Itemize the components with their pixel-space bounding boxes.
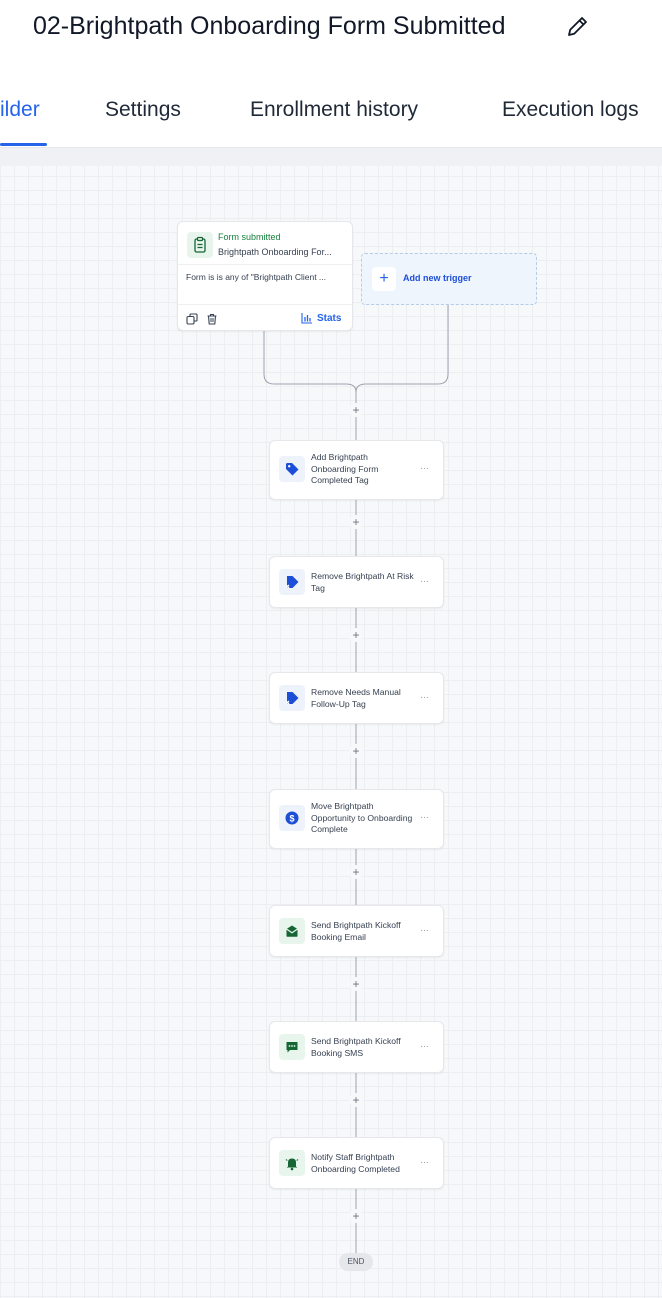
plus-icon: + xyxy=(372,267,396,291)
active-tab-indicator xyxy=(0,143,47,146)
more-options-icon[interactable]: ··· xyxy=(420,576,429,587)
edit-title-button[interactable] xyxy=(565,13,591,39)
tab-execution-logs[interactable]: Execution logs xyxy=(502,98,639,121)
stats-button[interactable]: Stats xyxy=(301,311,341,325)
add-step-button[interactable]: + xyxy=(349,1093,363,1107)
tab-bar: ilder Settings Enrollment history Execut… xyxy=(0,72,662,148)
action-label: Move Brightpath Opportunity to Onboardin… xyxy=(311,801,413,834)
tag-icon xyxy=(279,456,305,482)
copy-trigger-button[interactable] xyxy=(186,312,198,325)
bar-chart-icon xyxy=(301,313,312,324)
add-step-button[interactable]: + xyxy=(349,977,363,991)
trash-icon xyxy=(207,313,217,325)
add-step-button[interactable]: + xyxy=(349,628,363,642)
workflow-title: 02-Brightpath Onboarding Form Submitted xyxy=(33,12,506,40)
action-card-send-sms[interactable]: Send Brightpath Kickoff Booking SMS ··· xyxy=(269,1021,444,1073)
more-options-icon[interactable]: ··· xyxy=(420,692,429,703)
action-card-add-tag[interactable]: Add Brightpath Onboarding Form Completed… xyxy=(269,440,444,500)
add-new-trigger-label: Add new trigger xyxy=(403,273,472,283)
copy-icon xyxy=(186,313,198,325)
more-options-icon[interactable]: ··· xyxy=(420,1041,429,1052)
tab-settings[interactable]: Settings xyxy=(105,98,181,121)
canvas-toolbar-strip xyxy=(0,148,662,166)
divider xyxy=(178,264,352,265)
trigger-type-label: Form submitted xyxy=(218,232,281,242)
bell-icon xyxy=(279,1150,305,1176)
trigger-filter-text: Form is is any of "Brightpath Client ... xyxy=(186,272,327,282)
more-options-icon[interactable]: ··· xyxy=(420,463,429,474)
tag-remove-icon xyxy=(279,685,305,711)
action-card-send-email[interactable]: Send Brightpath Kickoff Booking Email ··… xyxy=(269,905,444,957)
trigger-card[interactable]: Form submitted Brightpath Onboarding For… xyxy=(177,221,353,331)
form-clipboard-icon xyxy=(187,232,213,258)
sms-icon xyxy=(279,1034,305,1060)
action-label: Notify Staff Brightpath Onboarding Compl… xyxy=(311,1152,400,1174)
svg-text:$: $ xyxy=(289,813,294,823)
tab-enrollment-history[interactable]: Enrollment history xyxy=(250,98,419,121)
action-label: Send Brightpath Kickoff Booking Email xyxy=(311,920,401,942)
add-step-button[interactable]: + xyxy=(349,515,363,529)
action-label: Send Brightpath Kickoff Booking SMS xyxy=(311,1036,401,1058)
add-step-button[interactable]: + xyxy=(349,865,363,879)
delete-trigger-button[interactable] xyxy=(206,312,218,325)
action-card-remove-tag[interactable]: Remove Needs Manual Follow-Up Tag ··· xyxy=(269,672,444,724)
add-step-button[interactable]: + xyxy=(349,1209,363,1223)
add-step-button[interactable]: + xyxy=(349,403,363,417)
action-card-move-opportunity[interactable]: $ Move Brightpath Opportunity to Onboard… xyxy=(269,789,444,849)
workflow-header: 02-Brightpath Onboarding Form Submitted xyxy=(0,0,662,73)
add-new-trigger-button[interactable]: + Add new trigger xyxy=(361,253,537,305)
action-label: Remove Brightpath At Risk Tag xyxy=(311,571,414,593)
action-card-notify-staff[interactable]: Notify Staff Brightpath Onboarding Compl… xyxy=(269,1137,444,1189)
end-marker: END xyxy=(339,1253,373,1271)
pencil-icon xyxy=(568,17,587,36)
more-options-icon[interactable]: ··· xyxy=(420,1157,429,1168)
stats-label: Stats xyxy=(317,312,342,324)
dollar-icon: $ xyxy=(279,805,305,831)
tag-remove-icon xyxy=(279,569,305,595)
action-card-remove-tag[interactable]: Remove Brightpath At Risk Tag ··· xyxy=(269,556,444,608)
add-step-button[interactable]: + xyxy=(349,744,363,758)
email-icon xyxy=(279,918,305,944)
action-label: Remove Needs Manual Follow-Up Tag xyxy=(311,687,401,709)
tab-builder[interactable]: ilder xyxy=(0,98,40,121)
trigger-name-label: Brightpath Onboarding For... xyxy=(218,247,332,257)
action-label: Add Brightpath Onboarding Form Completed… xyxy=(311,452,379,485)
divider xyxy=(178,304,352,305)
more-options-icon[interactable]: ··· xyxy=(420,812,429,823)
workflow-canvas[interactable]: Form submitted Brightpath Onboarding For… xyxy=(0,148,662,1298)
more-options-icon[interactable]: ··· xyxy=(420,925,429,936)
